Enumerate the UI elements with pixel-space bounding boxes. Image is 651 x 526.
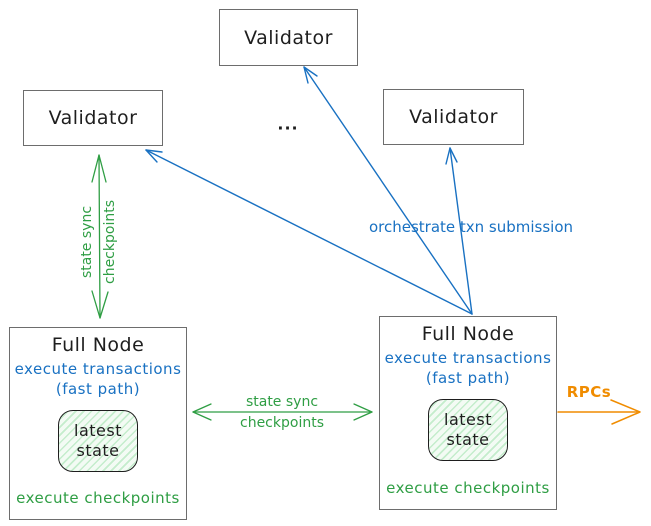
state-sync-line2: checkpoints <box>102 200 118 284</box>
full-node-left-exec: execute transactions (fast path) <box>15 359 182 399</box>
validator-top-label: Validator <box>244 26 333 49</box>
full-node-left-title: Full Node <box>51 334 145 356</box>
fast-path-label: (fast path) <box>425 369 511 387</box>
arrow-orchestrate-to-top-validator <box>303 66 473 315</box>
exec-transactions-label: execute transactions <box>14 360 182 378</box>
exec-transactions-label: execute transactions <box>384 349 552 367</box>
arrow-state-sync-horizontal <box>192 403 373 421</box>
full-node-right-exec: execute transactions (fast path) <box>385 348 552 388</box>
execute-checkpoints-label-right: execute checkpoints <box>386 479 550 497</box>
validator-left-box: Validator <box>23 90 163 146</box>
state-sync-horizontal-label: state sync checkpoints <box>240 392 324 434</box>
full-node-right-title: Full Node <box>421 323 515 345</box>
orchestrate-txn-label: orchestrate txn submission <box>368 218 574 236</box>
latest-state-line2: state <box>76 441 120 460</box>
validator-top-box: Validator <box>219 9 358 66</box>
latest-state-box-left: latest state <box>58 410 138 472</box>
full-node-right-box: Full Node execute transactions (fast pat… <box>379 316 557 510</box>
latest-state-line1: latest <box>444 410 492 429</box>
latest-state-line2: state <box>446 430 490 449</box>
state-sync-vertical-label: state sync checkpoints <box>76 200 122 284</box>
validator-right-box: Validator <box>383 89 524 145</box>
state-sync-line1: state sync <box>245 394 319 410</box>
full-node-left-box: Full Node execute transactions (fast pat… <box>9 327 187 520</box>
rpcs-label: RPCs <box>566 383 612 401</box>
latest-state-line1: latest <box>74 421 122 440</box>
latest-state-box-right: latest state <box>428 399 508 461</box>
validator-right-label: Validator <box>409 106 498 128</box>
arrow-orchestrate-to-right-validator <box>445 147 473 315</box>
state-sync-line2: checkpoints <box>240 415 324 431</box>
validators-ellipsis: ... <box>277 114 299 134</box>
validator-left-label: Validator <box>48 107 138 129</box>
arrow-orchestrate-to-left-validator <box>145 149 473 315</box>
execute-checkpoints-label-left: execute checkpoints <box>16 489 180 507</box>
arrow-state-sync-vertical <box>91 154 109 319</box>
fast-path-label: (fast path) <box>55 380 141 398</box>
state-sync-line1: state sync <box>79 205 95 279</box>
arrow-rpcs <box>557 399 641 425</box>
